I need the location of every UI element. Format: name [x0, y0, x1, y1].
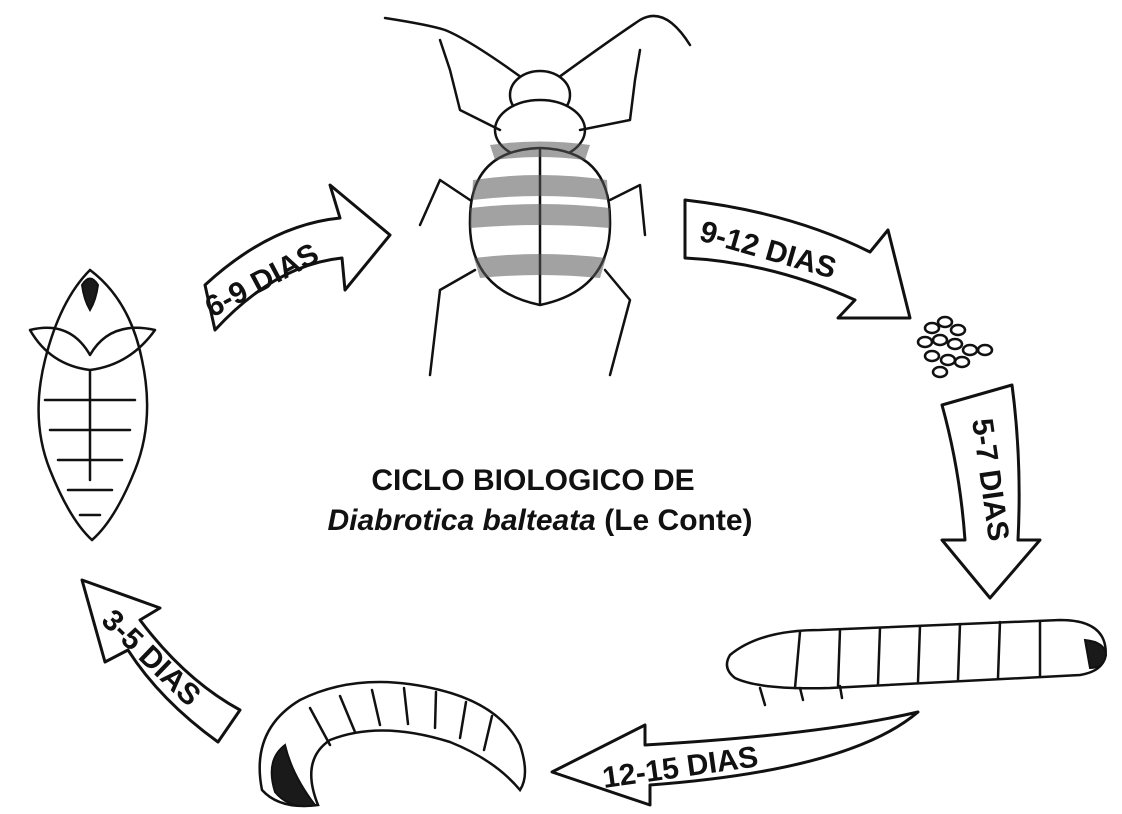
grub-icon	[260, 682, 525, 806]
arrow-5-7-dias: 5-7 DIAS	[942, 385, 1040, 598]
pupa-icon	[30, 270, 155, 540]
arrow-6-9-dias: 6-9 DIAS	[200, 185, 390, 330]
eggs-icon	[918, 317, 992, 377]
arrow-3-5-dias: 3-5 DIAS	[82, 580, 240, 742]
species-author: (Le Conte)	[596, 504, 753, 537]
diagram-title-line1: CICLO BIOLOGICO DE	[371, 464, 694, 497]
beetle-icon	[385, 16, 690, 375]
diagram-title-line2: Diabrotica balteata (Le Conte)	[327, 504, 752, 537]
species-name: Diabrotica balteata	[327, 504, 595, 537]
arrow-12-15-dias: 12-15 DIAS	[552, 712, 918, 805]
larva-icon	[727, 620, 1106, 705]
arrow-9-12-dias: 9-12 DIAS	[685, 200, 910, 318]
